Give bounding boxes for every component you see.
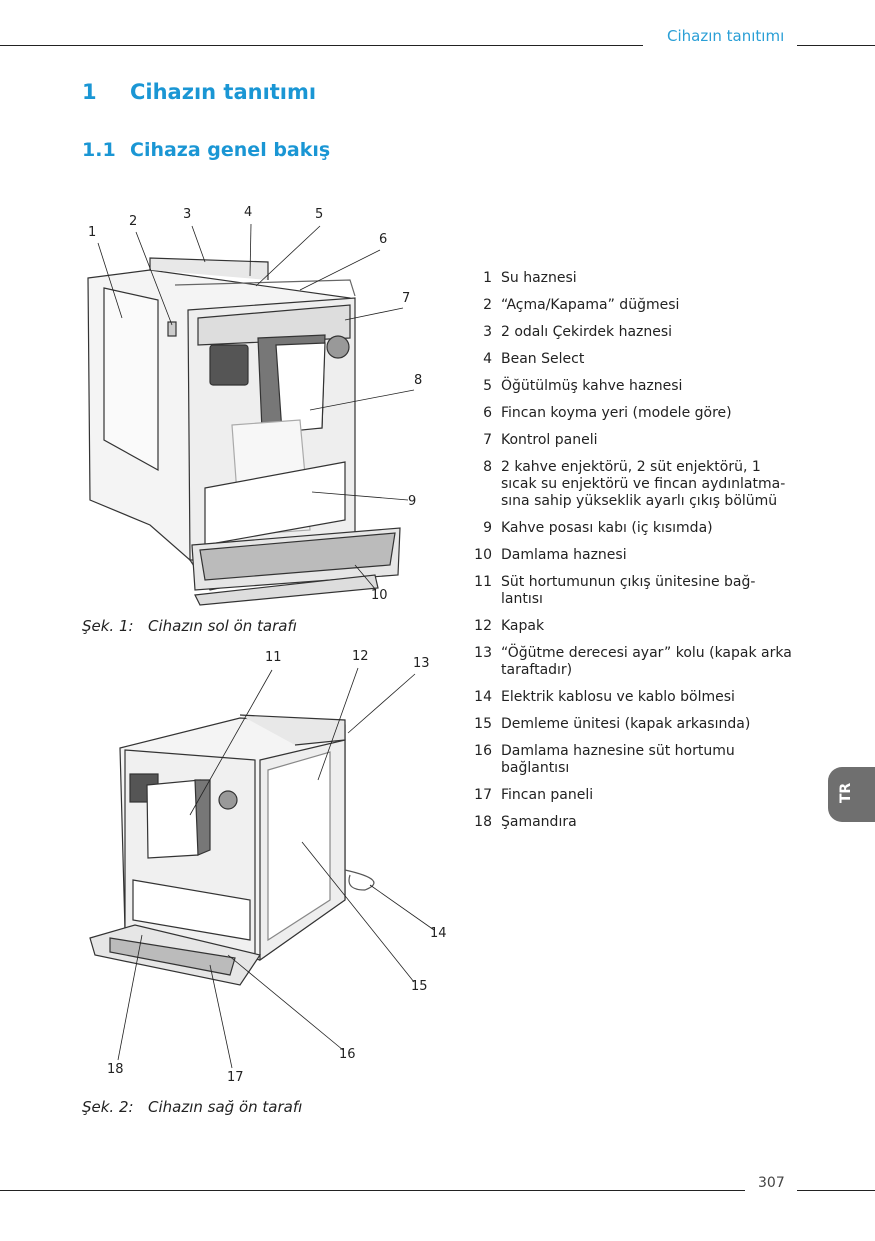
legend-item-text: Kahve posası kabı (iç kısımda) bbox=[501, 520, 713, 536]
legend-item: 3 2 odalı Çekirdek haznesi bbox=[462, 324, 792, 341]
callout-1: 1 bbox=[88, 225, 97, 240]
callout-14: 14 bbox=[430, 926, 447, 941]
legend-item-number: 4 bbox=[483, 351, 492, 367]
legend-item-number: 13 bbox=[474, 645, 492, 661]
heading-2-title: Cihaza genel bakış bbox=[130, 139, 331, 161]
legend-item-number: 14 bbox=[474, 689, 492, 705]
figure-2-caption: Cihazın sağ ön tarafı bbox=[148, 1098, 303, 1116]
legend-item-text: Öğütülmüş kahve haznesi bbox=[501, 378, 683, 394]
heading-1-title: Cihazın tanıtımı bbox=[130, 80, 317, 104]
callout-10: 10 bbox=[371, 588, 388, 603]
legend-item-number: 10 bbox=[474, 547, 492, 563]
legend-item-text: Kapak bbox=[501, 618, 545, 634]
callout-4: 4 bbox=[244, 205, 253, 220]
legend-item: 13 “Öğütme derecesi ayar” kolu (kapak ark… bbox=[462, 645, 792, 679]
figure-1-machine-left-front bbox=[87, 257, 401, 606]
legend-item: 15 Demleme ünitesi (kapak arkasında) bbox=[462, 716, 792, 733]
figure-2-machine-right-front bbox=[89, 714, 375, 986]
header-rule-right bbox=[797, 45, 875, 46]
figure-1-caption: Cihazın sol ön tarafı bbox=[148, 617, 297, 635]
legend-item-text: Fincan koyma yeri (modele göre) bbox=[501, 405, 732, 421]
callout-6: 6 bbox=[379, 232, 388, 247]
legend-item: 17 Fincan paneli bbox=[462, 787, 792, 804]
figure-2-callout-lines bbox=[117, 667, 435, 1069]
legend-item-number: 7 bbox=[483, 432, 492, 448]
figure-1-label: Şek. 1: bbox=[82, 617, 134, 635]
legend-item: 4 Bean Select bbox=[462, 351, 792, 368]
legend-item-text: Damlama haznesine süt hortumu bağlantısı bbox=[501, 743, 735, 776]
legend-item-text: 2 kahve enjektörü, 2 süt enjektörü, 1 sı… bbox=[501, 459, 786, 509]
legend-item: 2 “Açma/Kapama” düğmesi bbox=[462, 297, 792, 314]
legend-item-text: Şamandıra bbox=[501, 814, 577, 830]
legend-item-number: 6 bbox=[483, 405, 492, 421]
figure-2-label: Şek. 2: bbox=[82, 1098, 134, 1116]
legend-item-number: 16 bbox=[474, 743, 492, 759]
callout-13: 13 bbox=[413, 656, 430, 671]
callout-12: 12 bbox=[352, 649, 369, 664]
callout-9: 9 bbox=[408, 494, 417, 509]
legend-item: 6 Fincan koyma yeri (modele göre) bbox=[462, 405, 792, 422]
figure-1-callout-lines bbox=[97, 223, 415, 591]
legend-item-text: Kontrol paneli bbox=[501, 432, 598, 448]
footer-rule-left bbox=[0, 1190, 745, 1191]
callout-7: 7 bbox=[402, 291, 411, 306]
running-header: Cihazın tanıtımı bbox=[667, 27, 785, 45]
legend-item-number: 17 bbox=[474, 787, 492, 803]
legend-item-number: 18 bbox=[474, 814, 492, 830]
legend-item-number: 11 bbox=[474, 574, 492, 590]
legend-item-text: Elektrik kablosu ve kablo bölmesi bbox=[501, 689, 735, 705]
heading-2-number: 1.1 bbox=[82, 139, 116, 161]
legend-item-number: 5 bbox=[483, 378, 492, 394]
legend-item-text: Demleme ünitesi (kapak arkasında) bbox=[501, 716, 751, 732]
legend-item: 14 Elektrik kablosu ve kablo bölmesi bbox=[462, 689, 792, 706]
legend-item-number: 12 bbox=[474, 618, 492, 634]
legend-item: 11 Süt hortumunun çıkış ünitesine bağ-lan… bbox=[462, 574, 792, 608]
legend-item: 1 Su haznesi bbox=[462, 270, 792, 287]
callout-17: 17 bbox=[227, 1070, 244, 1085]
callout-8: 8 bbox=[414, 373, 423, 388]
callout-3: 3 bbox=[183, 207, 192, 222]
legend-item-text: Süt hortumunun çıkış ünitesine bağ-lantı… bbox=[501, 574, 756, 607]
callout-11: 11 bbox=[265, 650, 282, 665]
legend-item: 10 Damlama haznesi bbox=[462, 547, 792, 564]
callout-2: 2 bbox=[129, 214, 138, 229]
legend-item: 8 2 kahve enjektörü, 2 süt enjektörü, 1 s… bbox=[462, 459, 792, 510]
legend-item-number: 1 bbox=[483, 270, 492, 286]
language-tab-label: TR bbox=[838, 782, 855, 804]
heading-1-number: 1 bbox=[82, 80, 97, 104]
callout-18: 18 bbox=[107, 1062, 124, 1077]
legend-item: 16 Damlama haznesine süt hortumu bağlantı… bbox=[462, 743, 792, 777]
callout-16: 16 bbox=[339, 1047, 356, 1062]
legend-item: 7 Kontrol paneli bbox=[462, 432, 792, 449]
legend-item-text: Su haznesi bbox=[501, 270, 577, 286]
legend-item: 5 Öğütülmüş kahve haznesi bbox=[462, 378, 792, 395]
callout-15: 15 bbox=[411, 979, 428, 994]
legend-item: 12 Kapak bbox=[462, 618, 792, 635]
legend-item-text: 2 odalı Çekirdek haznesi bbox=[501, 324, 673, 340]
callout-5: 5 bbox=[315, 207, 324, 222]
legend-item-text: Fincan paneli bbox=[501, 787, 594, 803]
legend-item-number: 15 bbox=[474, 716, 492, 732]
header-rule-left bbox=[0, 45, 643, 46]
legend-item-number: 2 bbox=[483, 297, 492, 313]
language-tab: TR bbox=[828, 767, 875, 822]
legend-item-number: 9 bbox=[483, 520, 492, 536]
legend-item-text: “Öğütme derecesi ayar” kolu (kapak arka … bbox=[501, 645, 792, 678]
page-number: 307 bbox=[758, 1175, 785, 1191]
parts-legend: 1 Su haznesi 2 “Açma/Kapama” düğmesi 3 2 odal… bbox=[462, 270, 792, 841]
footer-rule-right bbox=[797, 1190, 875, 1191]
legend-item: 9 Kahve posası kabı (iç kısımda) bbox=[462, 520, 792, 537]
legend-item-text: Damlama haznesi bbox=[501, 547, 627, 563]
legend-item-text: “Açma/Kapama” düğmesi bbox=[501, 297, 680, 313]
legend-item-number: 3 bbox=[483, 324, 492, 340]
legend-item-number: 8 bbox=[483, 459, 492, 475]
legend-item-text: Bean Select bbox=[501, 351, 585, 367]
legend-item: 18 Şamandıra bbox=[462, 814, 792, 831]
